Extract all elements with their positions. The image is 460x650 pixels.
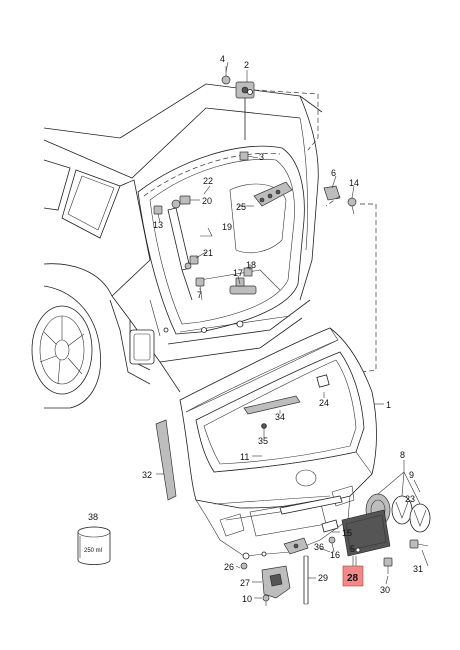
- bump-stops: [323, 185, 357, 215]
- brake-light: [243, 374, 330, 436]
- label-34: 34: [275, 412, 285, 422]
- label-28-highlighted: 28: [347, 573, 359, 584]
- callout-labels: 4 2 3 22 20 25 6 14 13 19 21 17 18 7 24 …: [84, 54, 423, 604]
- label-5: 5: [350, 544, 355, 554]
- label-1: 1: [386, 400, 391, 410]
- trim-strip: [155, 419, 177, 501]
- label-35: 35: [258, 436, 268, 446]
- label-10: 10: [242, 594, 252, 604]
- label-8: 8: [400, 450, 405, 460]
- lock-unit: [240, 537, 309, 606]
- label-11: 11: [240, 452, 249, 462]
- can-volume-label: 250 ml: [84, 548, 102, 554]
- label-3: 3: [259, 152, 264, 162]
- lock-parts: [229, 267, 257, 295]
- bolt-4-icon: [221, 75, 231, 85]
- label-9: 9: [409, 470, 414, 480]
- label-15: 15: [342, 528, 352, 538]
- label-26: 26: [224, 562, 234, 572]
- label-6: 6: [331, 168, 336, 178]
- plate-bracket: [341, 509, 429, 574]
- label-22: 22: [203, 176, 213, 186]
- rear-wiper-motor: [253, 181, 293, 207]
- label-14: 14: [349, 178, 359, 188]
- label-16: 16: [330, 550, 340, 560]
- car-body: [43, 83, 323, 393]
- handle-strip: [279, 495, 343, 553]
- hinge-assembly: [221, 66, 255, 161]
- rear-wheel: [31, 285, 102, 409]
- label-30: 30: [380, 585, 390, 595]
- label-19: 19: [222, 222, 232, 232]
- paint-can: [77, 526, 111, 565]
- label-32: 32: [142, 470, 152, 480]
- label-7: 7: [197, 290, 202, 300]
- label-2: 2: [244, 60, 249, 70]
- label-24: 24: [319, 398, 329, 408]
- label-36: 36: [314, 542, 324, 552]
- nut-3-icon: [239, 151, 249, 161]
- label-21: 21: [203, 248, 213, 258]
- label-29: 29: [318, 573, 328, 583]
- label-31: 31: [413, 564, 423, 574]
- label-18: 18: [246, 260, 256, 270]
- label-4: 4: [220, 54, 225, 64]
- label-20: 20: [202, 196, 212, 206]
- leader-lines: [156, 61, 429, 599]
- label-13: 13: [153, 220, 163, 230]
- gas-struts: [153, 195, 205, 301]
- label-23: 23: [405, 494, 415, 504]
- label-27: 27: [240, 578, 250, 588]
- label-38: 38: [88, 512, 98, 522]
- label-25: 25: [236, 202, 246, 212]
- label-17: 17: [233, 268, 243, 278]
- dashed-leaders: [253, 89, 377, 375]
